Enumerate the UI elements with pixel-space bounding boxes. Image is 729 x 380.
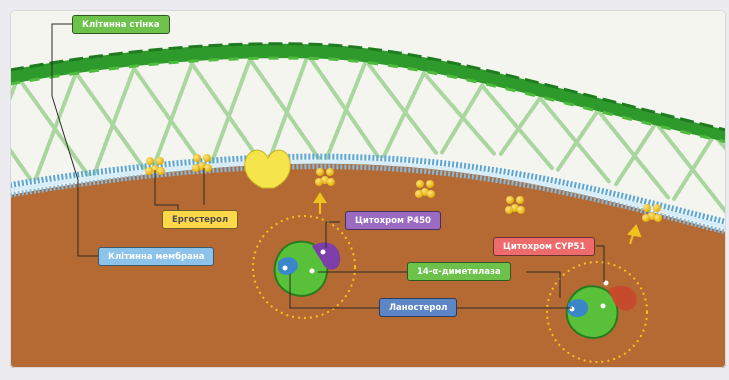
ergosterol-bead: [156, 157, 164, 165]
ergosterol-bead: [193, 154, 201, 162]
ergosterol-bead: [517, 206, 525, 214]
label-cytochrome-cyp51: Цитохром CYP51: [493, 237, 595, 256]
ergosterol-bead: [192, 164, 200, 172]
label-cell-wall: Клітинна стінка: [72, 15, 170, 34]
label-cell-membrane: Клітинна мембрана: [98, 247, 214, 266]
ergosterol-bead: [505, 206, 513, 214]
ergosterol-bead: [145, 167, 153, 175]
ergosterol-bead: [426, 180, 434, 188]
ergosterol-bead: [415, 190, 423, 198]
ergosterol-bead: [315, 178, 323, 186]
ergosterol-bead: [653, 204, 661, 212]
label-lanosterol: Ланостерол: [379, 298, 457, 317]
ergosterol-bead: [642, 214, 650, 222]
ergosterol-bead: [146, 157, 154, 165]
label-demethylase: 14-α-диметилаза: [407, 262, 511, 281]
ergosterol-bead: [316, 168, 324, 176]
ergosterol-bead: [326, 168, 334, 176]
ergosterol-bead: [327, 178, 335, 186]
ergosterol-bead: [204, 164, 212, 172]
ergosterol-bead: [157, 167, 165, 175]
ergosterol-bead: [506, 196, 514, 204]
ergosterol-bead: [643, 204, 651, 212]
label-ergosterol: Ергостерол: [162, 210, 238, 229]
label-cytochrome-p450: Цитохром P450: [345, 211, 441, 230]
ergosterol-bead: [203, 154, 211, 162]
ergosterol-bead: [516, 196, 524, 204]
ergosterol-bead: [427, 190, 435, 198]
ergosterol-bead: [654, 214, 662, 222]
ergosterol-bead: [416, 180, 424, 188]
